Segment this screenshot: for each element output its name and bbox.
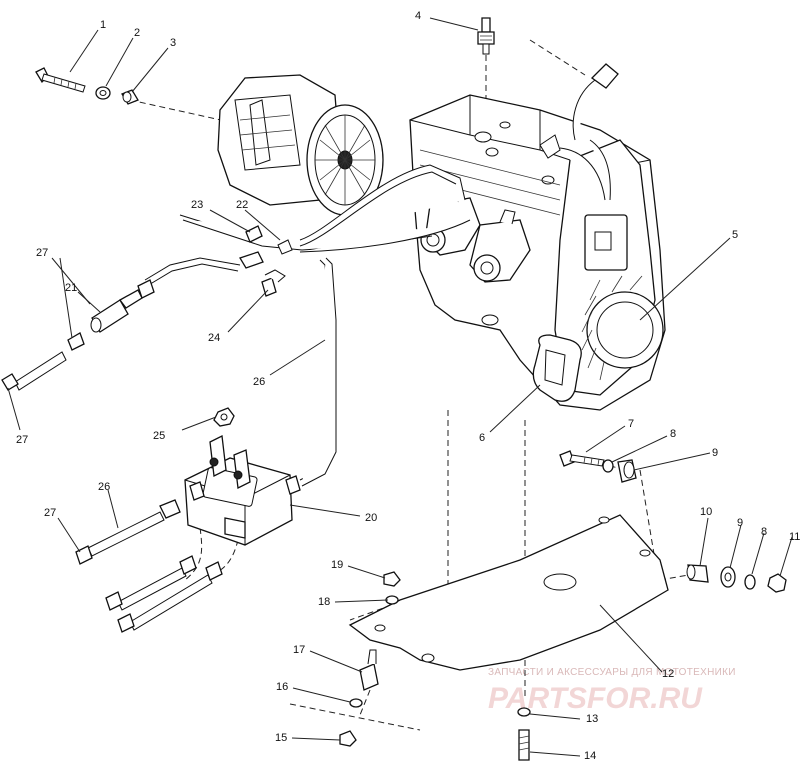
engine-mount-plate [348,514,669,671]
callout-6: 6 [479,432,485,444]
callout-15: 15 [275,732,287,744]
pump-nut [213,407,235,427]
callout-labels: 1 2 3 4 5 6 7 8 9 10 9 8 11 12 13 14 15 … [16,10,800,761]
callout-16: 16 [276,681,288,693]
callout-13: 13 [586,713,598,725]
pump-hoses [75,499,223,633]
clutch-bolt [35,67,86,93]
callout-17: 17 [293,644,305,656]
callout-24: 24 [208,332,220,344]
callout-11: 11 [789,531,800,543]
fuel-filter [1,279,155,391]
drive-clutch [217,74,384,216]
callout-25: 25 [153,430,165,442]
spark-plug [477,17,495,55]
callout-8: 8 [670,428,676,440]
mount-bolt [559,450,605,467]
callout-7: 7 [628,418,634,430]
callout-1: 1 [100,19,106,31]
callout-5: 5 [732,229,738,241]
plate-bolt [518,729,530,761]
callout-3: 3 [170,37,176,49]
spark-plug-wire [539,63,619,201]
mount-spacer [686,564,709,583]
clutch-washer [95,86,111,100]
stud-nut [383,571,401,587]
recoil-starter-handle [532,334,582,402]
lower-washer [349,698,363,708]
callout-20: 20 [365,512,377,524]
mount-washer-lower [744,574,756,590]
callout-27: 27 [36,247,48,259]
stud [359,649,379,691]
mount-rubber [617,459,637,483]
callout-22: 22 [236,199,248,211]
callout-12: 12 [662,668,674,680]
lower-nut [339,730,357,747]
callout-19: 19 [331,559,343,571]
callout-8-lower: 8 [761,526,767,538]
callout-26: 26 [253,376,265,388]
callout-27-left: 27 [16,434,28,446]
plate-washer [517,707,531,717]
callout-23: 23 [191,199,203,211]
clutch-bushing [121,89,139,105]
leader-lines [7,17,793,757]
callout-27-lower: 27 [44,507,56,519]
recoil-fan-housing [554,139,664,396]
fuel-pump [184,435,301,546]
callout-26-lower: 26 [98,481,110,493]
callout-18: 18 [318,596,330,608]
mount-nut [767,573,787,593]
callout-9-lower: 9 [737,517,743,529]
mount-washer [602,459,614,473]
mount-rubber-lower [720,566,736,588]
callout-14: 14 [584,750,596,761]
callout-10: 10 [700,506,712,518]
watermark-caption: ЗАПЧАСТИ И АКСЕССУАРЫ ДЛЯ МОТОТЕХНИКИ [488,667,736,678]
callout-4: 4 [415,10,421,22]
fuel-lines [144,164,471,487]
callout-9: 9 [712,447,718,459]
callout-2: 2 [134,27,140,39]
callout-21: 21 [65,282,77,294]
